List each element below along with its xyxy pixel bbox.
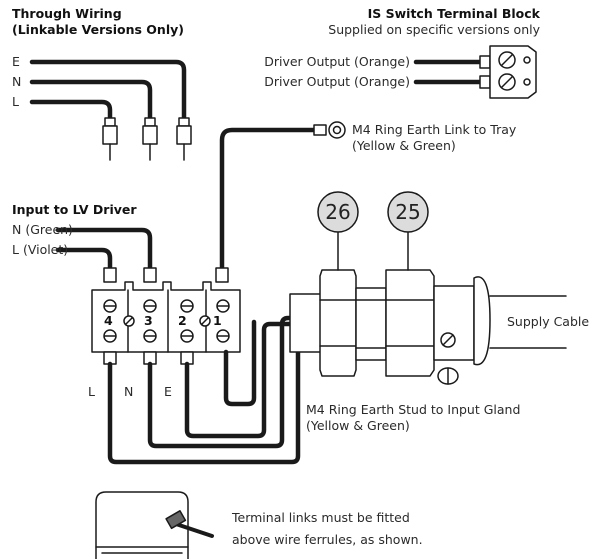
earth-stud-wire (223, 319, 257, 407)
bottom-label-l: L (88, 384, 95, 399)
callout-25: 25 (395, 200, 421, 224)
ferrule-n (142, 117, 158, 161)
supply-wire-n (147, 315, 321, 449)
terminal-number-3: 3 (144, 313, 153, 328)
callout-circle-25 (387, 191, 429, 233)
input-driver-title: Input to LV Driver (12, 202, 137, 217)
input-wire-l (55, 247, 113, 275)
supply-cable-label: Supply Cable (507, 314, 590, 329)
input-wire-n (55, 227, 153, 275)
callout-circle-26 (317, 191, 359, 233)
input-neutral-label: N (Green) (12, 222, 73, 237)
ferrule-top-1 (215, 267, 229, 283)
terminal-number-1: 1 (213, 313, 222, 328)
bottom-label-n: N (124, 384, 134, 399)
input-live-label: L (Violet) (12, 242, 69, 257)
ferrule-top-3 (143, 267, 157, 283)
lv-terminal-block (91, 281, 241, 353)
earth-stud-gland-label: M4 Ring Earth Stud to Input Gland (306, 402, 521, 417)
ferrule-top-4 (103, 267, 117, 283)
wire-label-l: L (12, 94, 19, 109)
supply-wire-e (184, 321, 303, 439)
terminal-screws (103, 299, 230, 343)
is-switch-subtitle: Supplied on specific versions only (328, 22, 540, 37)
driver-output-label-2: Driver Output (Orange) (264, 74, 410, 89)
input-gland (289, 269, 491, 385)
earth-link-tray-sublabel: (Yellow & Green) (352, 138, 456, 153)
earth-link-tray-wire (219, 127, 325, 275)
terminal-link-illustration (95, 491, 214, 559)
through-wire-e (29, 59, 187, 121)
through-wire-n (29, 79, 153, 121)
through-wire-l (29, 99, 113, 121)
wire-label-e: E (12, 54, 20, 69)
wire-label-n: N (12, 74, 22, 89)
earth-ring-tray (313, 121, 346, 139)
terminal-number-2: 2 (178, 313, 187, 328)
ferrule-l (102, 117, 118, 161)
through-wiring-title: Through Wiring (12, 6, 122, 21)
earth-stud-gland-sublabel: (Yellow & Green) (306, 418, 410, 433)
note-line-2: above wire ferrules, as shown. (232, 532, 423, 547)
driver-output-label-1: Driver Output (Orange) (264, 54, 410, 69)
supply-cable (489, 295, 567, 349)
callout-26: 26 (325, 200, 351, 224)
note-line-1: Terminal links must be fitted (232, 510, 410, 525)
through-wiring-subtitle: (Linkable Versions Only) (12, 22, 184, 37)
is-switch-terminal-block (479, 45, 537, 99)
earth-link-tray-label: M4 Ring Earth Link to Tray (352, 122, 517, 137)
is-switch-title: IS Switch Terminal Block (367, 6, 540, 21)
ferrule-e (176, 117, 192, 161)
bottom-label-e: E (164, 384, 172, 399)
terminal-number-4: 4 (104, 313, 113, 328)
